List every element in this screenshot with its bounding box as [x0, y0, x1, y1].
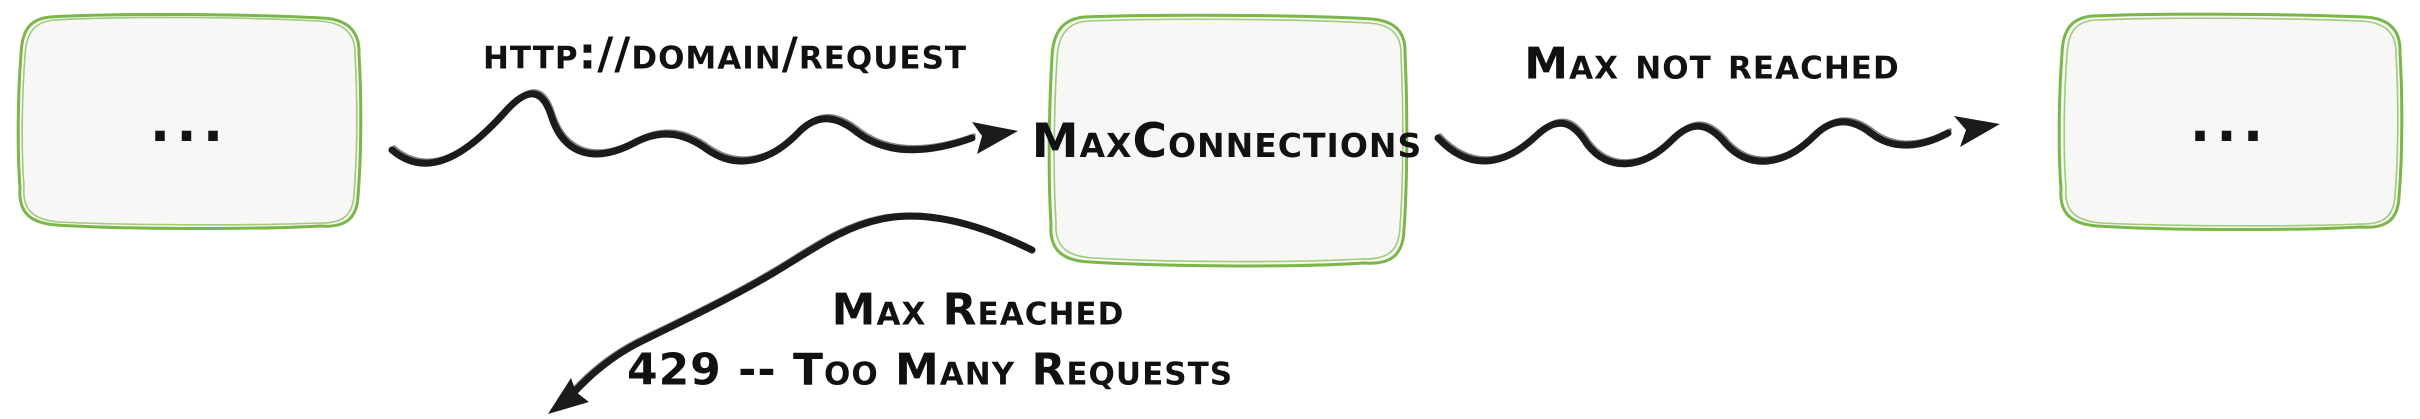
node-maxconnections-label: MaxConnections [1031, 113, 1423, 169]
node-right-label: ... [2189, 91, 2270, 154]
node-right: ... [2052, 10, 2407, 235]
edge-max-not-reached-line [1434, 118, 1952, 168]
node-left-label: ... [149, 91, 230, 154]
node-maxconnections-border-sketch [1047, 13, 1409, 268]
node-left-border-sketch [16, 12, 363, 231]
node-right-outline [2057, 12, 2404, 232]
node-left: ... [12, 10, 367, 235]
node-left-outline [16, 12, 363, 231]
node-right-outline-texture [2063, 17, 2399, 227]
node-left-outline-texture [21, 16, 358, 226]
node-maxconnections-outline-texture [1053, 18, 1404, 263]
edge-request-line-texture [392, 89, 976, 162]
edge-request-label: http://domain/request [482, 28, 968, 80]
node-maxconnections: MaxConnections [1031, 12, 1423, 270]
edge-max-not-reached-line-texture [1438, 117, 1952, 163]
edge-request-arrowhead [972, 122, 1018, 154]
edge-max-not-reached-arrowhead [1954, 116, 2000, 147]
node-maxconnections-outline [1047, 13, 1409, 268]
edge-request-line [388, 90, 976, 167]
edge-max-reached-label: Max Reached [831, 284, 1125, 336]
edge-max-reached-arrowhead [548, 378, 589, 414]
edge-max-not-reached-label: Max not reached [1524, 38, 1900, 90]
edge-max-reached-sublabel: 429 -- Too Many Requests [626, 344, 1234, 396]
node-right-border-sketch [2057, 12, 2404, 232]
